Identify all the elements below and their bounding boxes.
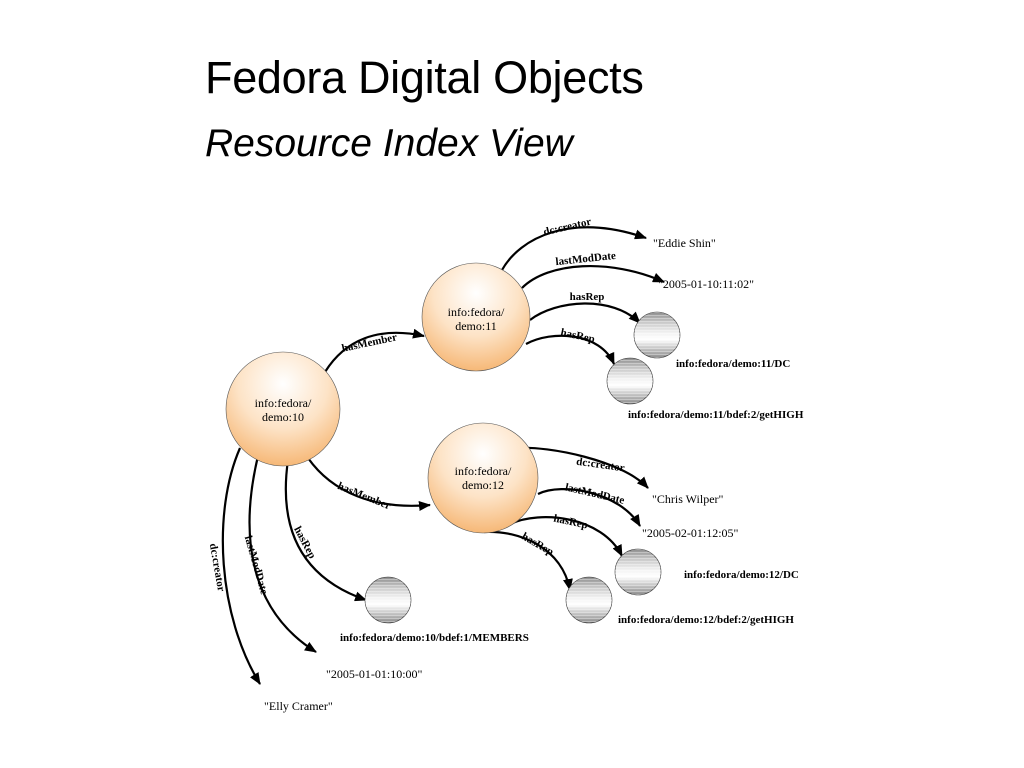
edge-label-demo12-lastmoddate: lastModDate [564, 481, 626, 506]
edge-label-demo10-hasmember-demo12: hasMember [336, 480, 393, 512]
resource-label-high12: info:fedora/demo:12/bdef:2/getHIGH [618, 614, 794, 626]
edge-demo10-hasmember-demo11 [324, 328, 425, 373]
literal-date-demo10: "2005-01-01:10:00" [326, 667, 423, 681]
edge-demo12-dc-creator [517, 446, 649, 489]
edge-label-demo11-hasrep-dc: hasRep [570, 291, 605, 303]
edge-label-demo11-hasrep-high: hasRep [559, 327, 596, 346]
edge-label-demo12-hasrep-high: hasRep [519, 530, 555, 558]
edge-demo10-hasmember-demo12 [307, 457, 431, 511]
node-demo12-line1: info:fedora/ [455, 464, 512, 478]
node-demo12-line2: demo:12 [462, 478, 504, 492]
edge-label-demo12-hasrep-dc: hasRep [552, 513, 589, 532]
resource-sphere-high11[interactable] [606, 357, 654, 405]
node-demo11-line1: info:fedora/ [448, 305, 505, 319]
edge-demo10-hasrep-members [284, 459, 367, 602]
edge-demo11-hasrep-dc [529, 302, 641, 324]
node-demo12[interactable]: info:fedora/ demo:12 [427, 422, 539, 534]
edge-demo10-lastmoddate [248, 455, 317, 653]
resource-sphere-dc11[interactable] [633, 311, 681, 359]
resource-label-dc11: info:fedora/demo:11/DC [676, 358, 790, 370]
page-title: Fedora Digital Objects [205, 52, 644, 103]
resource-label-dc12: info:fedora/demo:12/DC [684, 569, 799, 581]
edge-demo11-dc-creator [501, 226, 647, 271]
resource-sphere-members10[interactable] [364, 576, 412, 624]
edge-demo11-lastmoddate [521, 264, 665, 289]
literal-date-demo12: "2005-02-01:12:05" [642, 526, 739, 540]
node-demo10[interactable]: info:fedora/ demo:10 [225, 351, 341, 467]
literal-elly-cramer: "Elly Cramer" [264, 699, 333, 713]
edge-demo10-dc-creator [221, 447, 261, 685]
edge-label-demo11-dc-creator: dc:creator [542, 216, 592, 239]
edge-label-demo12-dc-creator: dc:creator [575, 456, 625, 475]
edge-demo12-hasrep-dc [509, 516, 623, 557]
page-subtitle: Resource Index View [205, 122, 573, 165]
resource-label-high11: info:fedora/demo:11/bdef:2/getHIGH [628, 409, 804, 421]
node-demo10-line2: demo:10 [262, 410, 304, 424]
edge-demo12-hasrep-high [483, 530, 573, 591]
resource-sphere-dc12[interactable] [614, 548, 662, 596]
literal-date-demo11: "2005-01-10:11:02" [658, 277, 754, 291]
literal-eddie-shin: "Eddie Shin" [653, 236, 716, 250]
edge-label-demo10-hasmember-demo11: hasMember [341, 331, 399, 354]
resource-sphere-high12[interactable] [565, 576, 613, 624]
edge-demo11-hasrep-high [525, 334, 616, 365]
node-demo11[interactable]: info:fedora/ demo:11 [421, 262, 531, 372]
node-demo10-line1: info:fedora/ [255, 396, 312, 410]
literal-chris-wilper: "Chris Wilper" [652, 492, 724, 506]
edge-label-demo10-lastmoddate: lastModDate [242, 534, 270, 596]
resource-label-members10: info:fedora/demo:10/bdef:1/MEMBERS [340, 632, 529, 644]
edge-label-demo10-hasrep-members: hasRep [291, 524, 318, 560]
node-demo11-line2: demo:11 [455, 319, 497, 333]
edge-demo12-lastmoddate [537, 488, 641, 527]
